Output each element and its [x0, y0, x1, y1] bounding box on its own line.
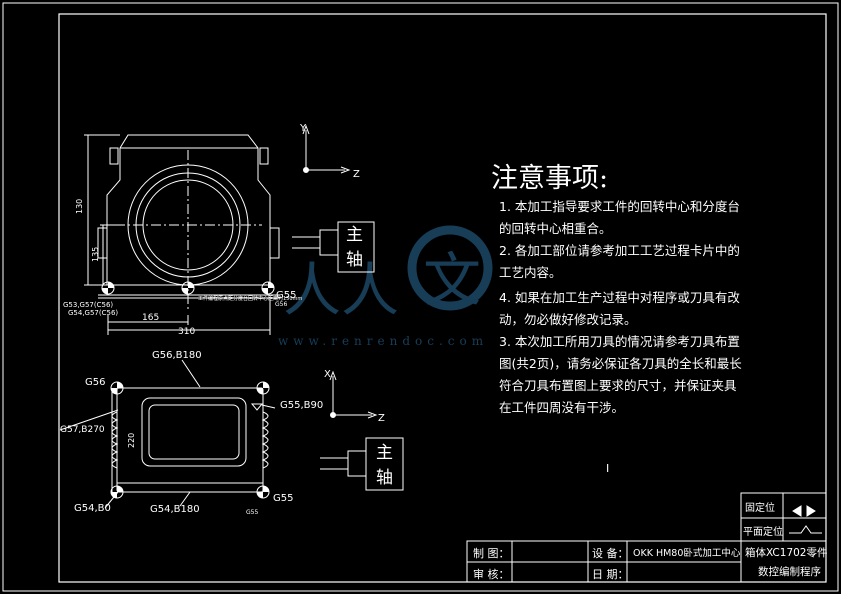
spindle-label-bottom-2: 轴	[376, 468, 393, 488]
axis-y-label: Y	[299, 123, 307, 134]
note-line: 3. 本次加工所用刀具的情况请参考刀具布置	[499, 334, 740, 349]
equipment-value: OKK HM80卧式加工中心	[633, 548, 741, 559]
note-line: 的回转中心相重合。	[499, 221, 612, 236]
datum-marker	[110, 381, 124, 395]
note-line: 符合刀具布置图上要求的尺寸，并保证夹具	[499, 378, 737, 393]
note-line: 工艺内容。	[499, 265, 562, 280]
drawn-by-label: 制 图：	[473, 547, 510, 560]
label-g55-bottom: G55	[273, 493, 293, 504]
program-title: 数控编制程序	[758, 566, 821, 578]
note-line: 1. 本加工指导要求工件的回转中心和分度台	[499, 199, 740, 214]
axis-symbol-bottom	[329, 370, 378, 419]
datum-marker	[110, 485, 124, 499]
dim-side-label: 220	[127, 433, 136, 448]
svg-text:文: 文	[423, 246, 481, 314]
label-g57-b270: G57,B270	[60, 425, 105, 435]
spindle-label-1: 主	[346, 225, 363, 245]
spindle-label-bottom-1: 主	[376, 443, 393, 463]
equipment-label: 设 备：	[592, 547, 629, 560]
bottom-view	[59, 359, 276, 509]
dim-inner-label: 135	[91, 247, 100, 262]
plane-position-label: 平面定位	[743, 527, 783, 538]
title-block	[466, 492, 827, 583]
label-g56-bottom: G56	[85, 377, 105, 388]
datum-marker	[256, 381, 270, 395]
axis-z-label: Z	[353, 169, 360, 180]
datum-marker	[181, 281, 195, 295]
stray-mark: I	[606, 462, 609, 475]
program-origin-note: 工件编程原点距分度台回转中心距离为150mm	[198, 295, 302, 302]
datum-marker	[101, 281, 115, 295]
axis-x-label: X	[324, 369, 331, 380]
svg-text:人人: 人人	[283, 256, 399, 324]
label-g55: G55	[276, 290, 296, 301]
datum-marker	[261, 281, 275, 295]
label-g55-b90: G55,B90	[280, 400, 323, 411]
label-g54-b180: G54,B180	[150, 504, 200, 515]
dim-310-label: 310	[178, 327, 195, 337]
label-g54-b0: G54,B0	[74, 503, 111, 514]
date-label: 日 期：	[592, 568, 629, 581]
spindle-label-2: 轴	[346, 250, 363, 270]
datum-marker	[256, 485, 270, 499]
note-line: 动，勿必做好修改记录。	[499, 312, 637, 327]
note-line: 在工件四周没有干涉。	[499, 400, 625, 415]
inner-border	[58, 13, 827, 583]
axis-z-label-bottom: Z	[378, 413, 385, 424]
note-line: 图(共2页)，请务必保证各刀具的全长和最长	[499, 356, 742, 371]
top-view	[84, 134, 280, 335]
watermark-logo: 人人 文 www.renrendoc.com	[278, 225, 493, 348]
watermark-url: www.renrendoc.com	[278, 334, 488, 348]
spindle-symbol	[292, 221, 375, 273]
axis-symbol-top	[302, 124, 351, 174]
label-g56-b180: G56,B180	[152, 350, 202, 361]
spindle-symbol-bottom	[320, 437, 404, 491]
dim-165-label: 165	[142, 313, 159, 323]
label-g54: G54,G57(C56)	[68, 309, 118, 317]
note-line: 4. 如果在加工生产过程中对程序或刀具有改	[499, 290, 740, 305]
dim-height-label: 130	[75, 199, 84, 214]
label-g55-small: G55	[246, 509, 258, 516]
part-title: 箱体XC1702零件	[745, 547, 828, 559]
checked-by-label: 审 核：	[473, 568, 510, 581]
label-g53-g57: G53,G57(C56)	[63, 301, 113, 309]
note-line: 2. 各加工部位请参考加工工艺过程卡片中的	[499, 243, 740, 258]
label-g56: G56	[275, 301, 287, 308]
fixed-position-label: 固定位	[745, 503, 775, 514]
notes-title: 注意事项:	[491, 163, 609, 194]
